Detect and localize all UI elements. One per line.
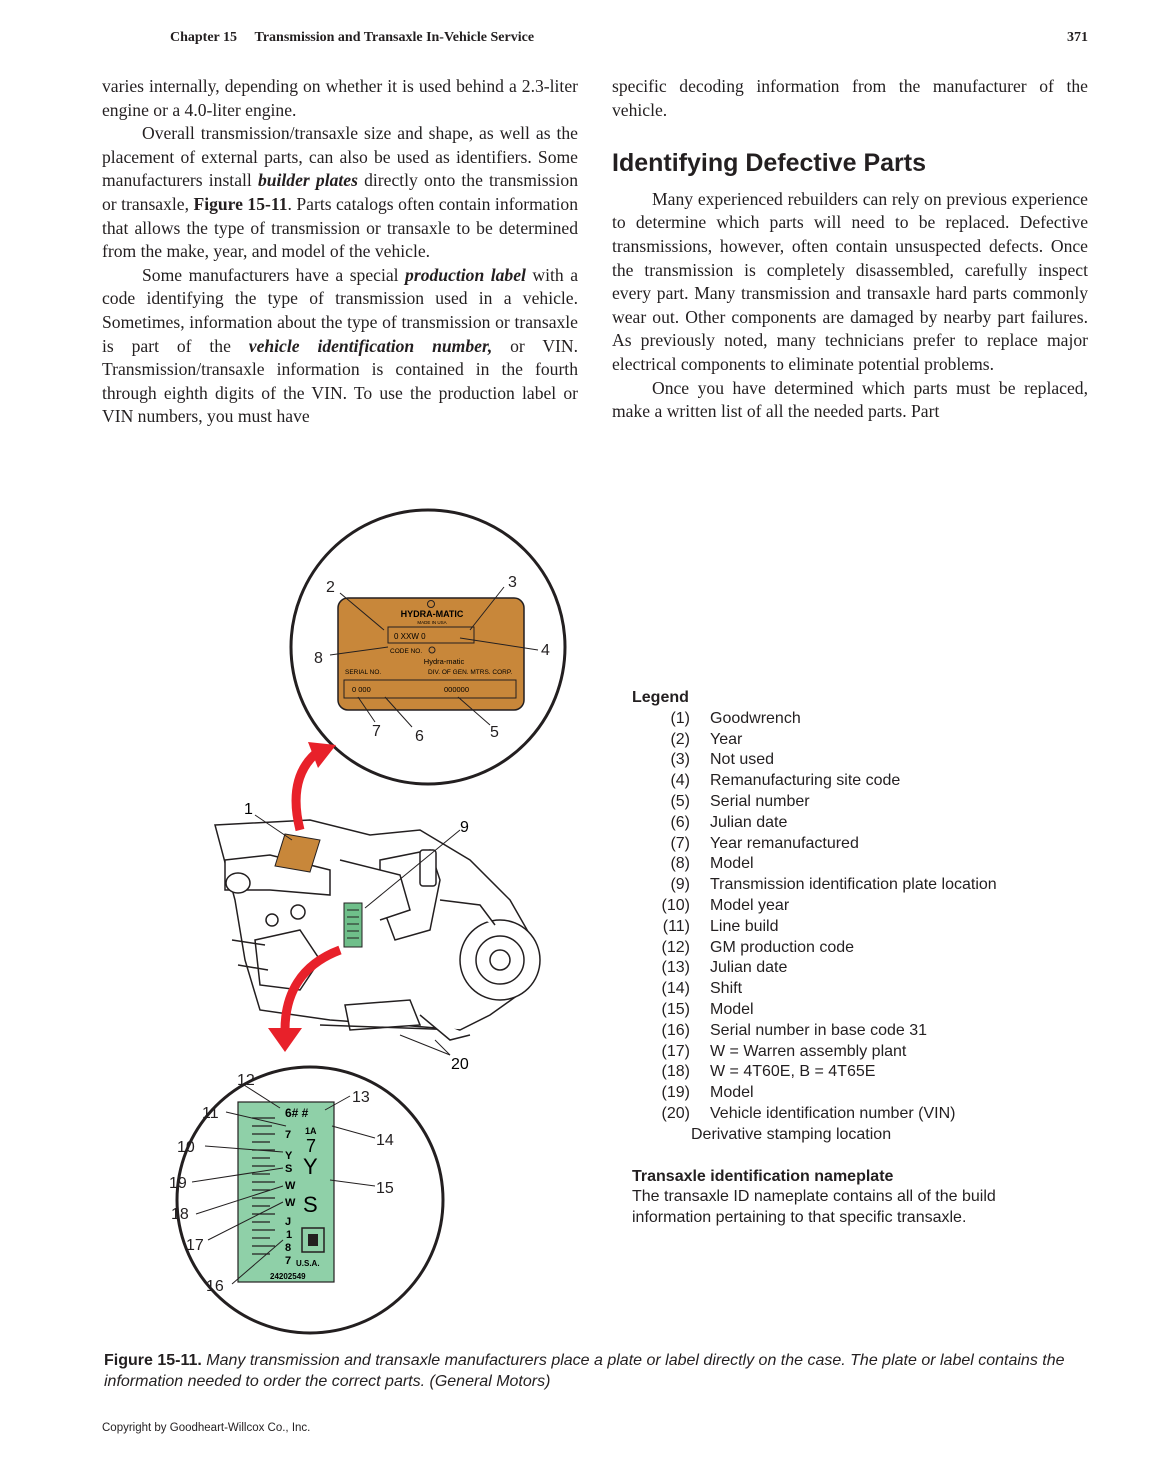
callout-11: 11 [202, 1105, 219, 1122]
left-column: varies internally, depending on whether … [102, 75, 578, 429]
callout-20: 20 [451, 1056, 469, 1073]
legend-item: (3)Not used [670, 751, 775, 769]
nameplate-char: 7 [285, 1255, 291, 1267]
legend-item: (6)Julian date [670, 813, 788, 831]
legend-item: (14)Shift [661, 980, 743, 998]
nameplate-char: W [285, 1197, 296, 1209]
callout-12: 12 [237, 1072, 255, 1089]
nameplate-country: U.S.A. [296, 1259, 320, 1268]
legend-item: (15)Model [661, 1000, 754, 1018]
callout-16: 16 [206, 1278, 224, 1295]
section-heading: Identifying Defective Parts [612, 149, 926, 178]
callout-5: 5 [490, 724, 499, 741]
legend-item: (5)Serial number [670, 792, 810, 810]
nameplate-char: J [285, 1216, 291, 1228]
key-term: production label [405, 264, 526, 285]
figure-illustration: HYDRA-MATIC MADE IN USA 0 XXW 0 CODE NO.… [169, 508, 567, 1335]
legend-title: Legend [632, 689, 689, 706]
callout-17: 17 [186, 1237, 204, 1254]
red-arrow-down [280, 945, 342, 1031]
copyright-footer: Copyright by Goodheart-Willcox Co., Inc. [102, 1422, 311, 1434]
plate-code-label: CODE NO. [390, 648, 422, 655]
legend-item: (7)Year remanufactured [670, 834, 859, 852]
callout-10: 10 [177, 1139, 195, 1156]
plate-serial-right: 000000 [444, 685, 469, 694]
plate-serial-left: 0 000 [352, 685, 371, 694]
legend-item: (16)Serial number in base code 31 [661, 1021, 928, 1039]
nameplate-char: W [285, 1180, 296, 1192]
paragraph: Once you have determined which parts mus… [612, 377, 1088, 422]
callout-9: 9 [460, 819, 469, 836]
callout-1: 1 [244, 801, 253, 818]
paragraph: specific decoding information from the m… [612, 76, 1088, 120]
nameplate-big-S: S [303, 1192, 318, 1217]
nameplate-big-Y: Y [303, 1154, 318, 1179]
caption-text: Many transmission and transaxle manufact… [104, 1352, 1065, 1390]
legend-item: (4)Remanufacturing site code [670, 772, 901, 790]
legend-item: (20)Vehicle identification number (VIN) [661, 1104, 956, 1122]
goodwrench-label-location [274, 833, 321, 873]
nameplate-row2: 1A [305, 1126, 317, 1136]
figure-legend: Legend (1)Goodwrench (2)Year (3)Not used… [632, 688, 1052, 1229]
legend-item: (2)Year [670, 730, 743, 748]
transmission-illustration [214, 819, 541, 1041]
nameplate-row1: 6# # [285, 1106, 309, 1120]
legend-item: (8)Model [670, 855, 754, 873]
plate-maker: Hydra-matic [424, 657, 465, 666]
callout-3: 3 [508, 574, 517, 591]
nameplate-description: The transaxle ID nameplate contains all … [632, 1188, 996, 1227]
paragraph: Overall transmission/transaxle size and … [102, 123, 578, 262]
callout-15: 15 [376, 1180, 394, 1197]
page-number: 371 [1067, 30, 1088, 45]
figure-caption: Figure 15-11. Many transmission and tran… [104, 1350, 1104, 1392]
legend-item: (1)Goodwrench [670, 709, 801, 727]
callout-4: 4 [541, 642, 550, 659]
legend-item: (12)GM production code [661, 938, 855, 956]
right-column: specific decoding information from the m… [612, 75, 1088, 424]
nameplate-big-7: 7 [306, 1136, 316, 1156]
callout-14: 14 [376, 1132, 394, 1149]
legend-item: (17)W = Warren assembly plant [661, 1042, 907, 1060]
paragraph: varies internally, depending on whether … [102, 76, 578, 120]
nameplate-char: 8 [285, 1242, 291, 1254]
nameplate-char: Y [285, 1150, 293, 1162]
chapter-title: Chapter 15 Transmission and Transaxle In… [170, 30, 535, 45]
legend-item: (9)Transmission identification plate loc… [670, 876, 997, 894]
nameplate-title: Transaxle identification nameplate [632, 1167, 894, 1185]
plate-code-line: 0 XXW 0 [394, 632, 426, 641]
figure-reference: Figure 15-11 [193, 193, 288, 214]
running-header: Chapter 15 Transmission and Transaxle In… [0, 30, 1156, 52]
key-term: vehicle identification number, [248, 335, 493, 356]
legend-item: (18)W = 4T60E, B = 4T65E [661, 1063, 876, 1081]
callout-18: 18 [171, 1206, 189, 1223]
key-term: builder plates [257, 170, 358, 191]
callout-8: 8 [314, 650, 323, 667]
plate-made-in: MADE IN USA [417, 620, 446, 625]
plate-brand: HYDRA-MATIC [401, 609, 464, 619]
paragraph: Many experienced rebuilders can rely on … [612, 188, 1088, 374]
legend-items: (1)Goodwrench (2)Year (3)Not used (4)Rem… [632, 709, 1052, 1146]
legend-item: (13)Julian date [661, 959, 788, 977]
plate-serial-label: SERIAL NO. [345, 669, 381, 676]
id-plate-location [343, 902, 363, 948]
legend-item-continued: Derivative stamping location [691, 1125, 892, 1143]
figure-label: Figure 15-11. [104, 1352, 202, 1369]
legend-item: (19)Model [661, 1084, 754, 1102]
callout-2: 2 [326, 579, 335, 596]
plate-maker-div: DIV. OF GEN. MTRS. CORP. [428, 669, 512, 676]
callout-6: 6 [415, 728, 424, 745]
nameplate-char: S [285, 1163, 292, 1175]
callout-19: 19 [169, 1175, 187, 1192]
callout-7: 7 [372, 723, 381, 740]
nameplate-char: 7 [285, 1129, 291, 1141]
legend-item: (10)Model year [661, 896, 790, 914]
nameplate-part-number: 24202549 [270, 1272, 306, 1281]
callout-13: 13 [352, 1089, 370, 1106]
legend-item: (11)Line build [662, 917, 779, 935]
nameplate-char: 1 [286, 1229, 292, 1241]
paragraph: Some manufacturers have a special produc… [102, 264, 578, 427]
